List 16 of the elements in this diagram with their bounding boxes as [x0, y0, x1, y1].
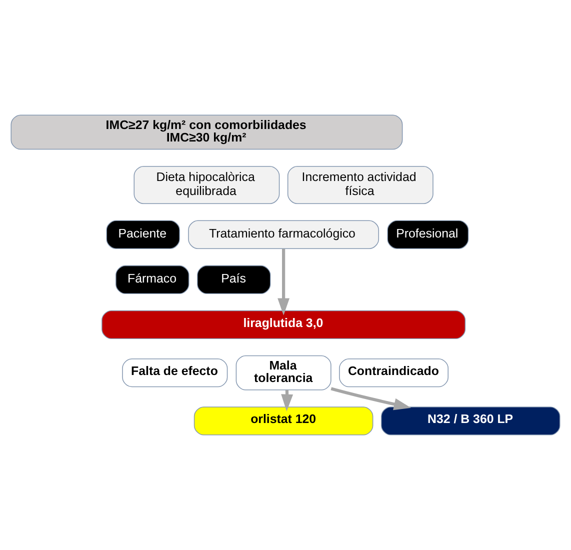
node-box: Dieta hipocalòrica equilibrada [134, 166, 280, 204]
node-box: Falta de efecto [122, 358, 228, 388]
node-box: IMC≥27 kg/m² con comorbilidades IMC≥30 kg/m² [10, 114, 403, 150]
arrow [278, 248, 290, 316]
node-box: Contraindicado [339, 358, 448, 388]
node-box: Tratamiento farmacológico [188, 220, 380, 249]
node-box: Incremento actividad física [287, 166, 434, 204]
node-box: N32 / B 360 LP [380, 406, 560, 436]
node-box: Profesional [387, 220, 469, 249]
node-box: Mala tolerancia [236, 355, 332, 390]
node-box: País [197, 265, 271, 294]
node-box: liraglutida 3,0 [102, 310, 466, 340]
arrow [330, 387, 412, 410]
node-box: Fármaco [116, 265, 190, 294]
node-box: Paciente [106, 220, 180, 249]
node-box: orlistat 120 [194, 406, 374, 436]
